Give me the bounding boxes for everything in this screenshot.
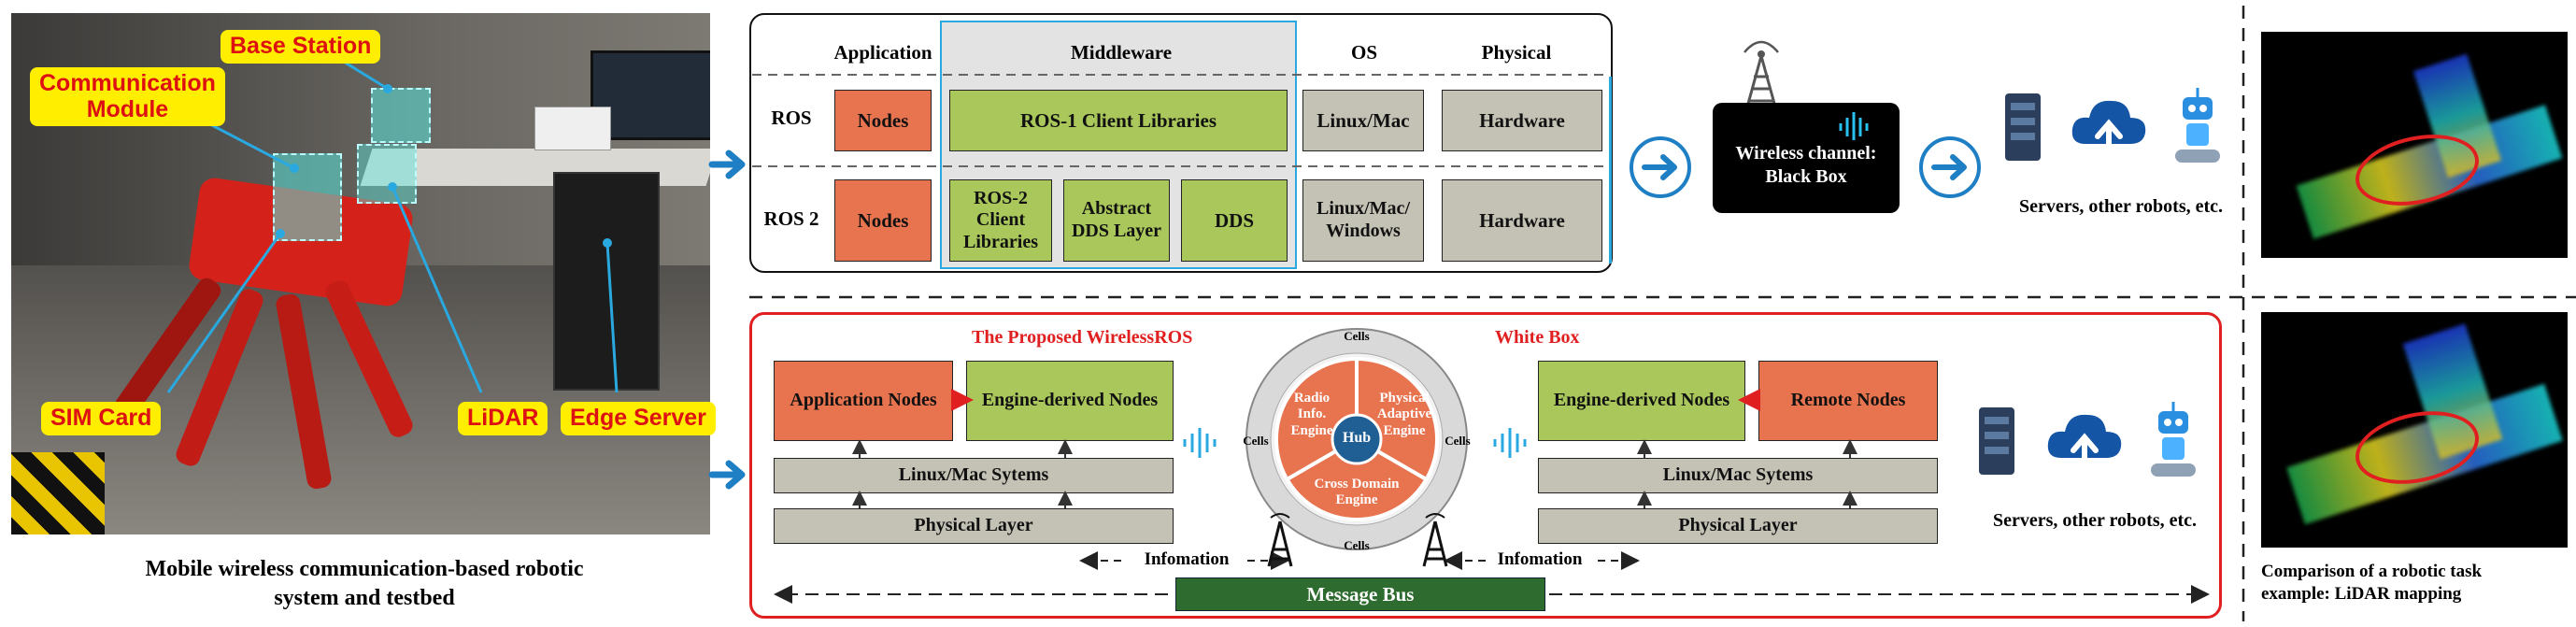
cell-tower-icon xyxy=(1743,40,1779,111)
physical-left: Physical Layer xyxy=(774,508,1174,544)
photo-caption: Mobile wireless communication-based robo… xyxy=(145,557,584,611)
lidar-box xyxy=(357,144,417,204)
ros2-dds: DDS xyxy=(1181,179,1288,262)
physical-right: Physical Layer xyxy=(1538,508,1938,544)
signal-wave-icon xyxy=(1493,428,1527,458)
cloud-upload-icon xyxy=(2071,100,2146,165)
engine-nodes-left: Engine-derived Nodes xyxy=(966,361,1174,441)
comm-module-box xyxy=(273,153,342,241)
server-icon xyxy=(2005,93,2041,161)
callout-communication-module: Communication Module xyxy=(30,67,225,126)
ros2-nodes: Nodes xyxy=(834,179,932,262)
ros2-hardware: Hardware xyxy=(1442,179,1602,262)
callout-base-station: Base Station xyxy=(221,30,381,64)
lidar-caption: Comparison of a robotic task example: Li… xyxy=(2261,562,2483,604)
header-middleware: Middleware xyxy=(1070,41,1173,64)
header-application: Application xyxy=(833,41,932,64)
hub-center-label: Hub xyxy=(1342,430,1372,446)
servers-caption-bottom: Servers, other robots, etc. xyxy=(1992,510,2198,531)
robot-icon xyxy=(2151,402,2196,477)
robot-icon xyxy=(2175,88,2220,163)
os-left: Linux/Mac Sytems xyxy=(774,458,1174,493)
cells-bottom: Cells xyxy=(1344,538,1370,552)
header-os: OS xyxy=(1350,41,1377,64)
cell-tower-icon xyxy=(1422,513,1448,567)
row-label-ros: ROS xyxy=(771,107,812,129)
info-label-right: Infomation xyxy=(1497,549,1583,569)
arrow-right-icon xyxy=(708,460,746,490)
ros1-hardware: Hardware xyxy=(1442,90,1602,151)
wirelessros-panel xyxy=(749,312,2222,619)
app-nodes-left: Application Nodes xyxy=(774,361,953,441)
wireless-channel-box xyxy=(1713,103,1900,213)
ros1-os: Linux/Mac xyxy=(1302,90,1424,151)
radio-info-engine: Radio Info. Engine xyxy=(1290,391,1333,438)
signal-wave-icon xyxy=(1183,428,1217,458)
callout-edge-server: Edge Server xyxy=(561,402,716,435)
base-station-box xyxy=(371,88,431,143)
title-white-box: White Box xyxy=(1495,327,1580,348)
arrow-right-icon xyxy=(1919,136,1981,198)
server-icon xyxy=(1979,407,2014,475)
arrow-right-icon xyxy=(1630,136,1691,198)
info-label-left: Infomation xyxy=(1144,549,1230,569)
arrow-right-icon xyxy=(708,150,746,179)
physical-adaptive-engine: Physical Adaptive Engine xyxy=(1376,391,1432,438)
remote-nodes-right: Remote Nodes xyxy=(1758,361,1938,441)
ros1-client-libraries: ROS-1 Client Libraries xyxy=(949,90,1288,151)
servers-caption-top: Servers, other robots, etc. xyxy=(2018,196,2224,217)
cloud-upload-icon xyxy=(2047,414,2122,479)
cells-right: Cells xyxy=(1445,434,1471,448)
printer xyxy=(534,107,611,150)
lidar-map-top xyxy=(2261,32,2568,258)
callout-sim-card: SIM Card xyxy=(41,402,162,435)
ros2-os: Linux/Mac/ Windows xyxy=(1302,179,1424,262)
ros-right-rail xyxy=(1609,77,1612,264)
cell-tower-icon xyxy=(1267,513,1293,567)
row-label-ros2: ROS 2 xyxy=(763,207,819,230)
message-bus: Message Bus xyxy=(1175,577,1545,611)
ros2-client-libraries: ROS-2 Client Libraries xyxy=(949,179,1052,262)
title-proposed-wirelessros: The Proposed WirelessROS xyxy=(972,327,1193,348)
signal-wave-icon xyxy=(1839,112,1869,140)
ros-stack-panel xyxy=(749,13,1613,273)
lidar-map-bottom xyxy=(2261,312,2568,548)
os-right: Linux/Mac Sytems xyxy=(1538,458,1938,493)
ros2-abstract-dds-layer: Abstract DDS Layer xyxy=(1063,179,1170,262)
ros1-nodes: Nodes xyxy=(834,90,932,151)
wireless-channel-label: Wireless channel: Black Box xyxy=(1735,143,1877,187)
testbed-photo xyxy=(11,13,710,534)
cells-left: Cells xyxy=(1243,434,1269,448)
hub-diagram xyxy=(1245,328,1468,550)
engine-nodes-right: Engine-derived Nodes xyxy=(1538,361,1745,441)
header-physical: Physical xyxy=(1481,41,1552,64)
floor-caution-stripe xyxy=(11,452,105,534)
callout-lidar: LiDAR xyxy=(458,402,548,435)
edge-server-box xyxy=(553,172,660,391)
robot-leg-2 xyxy=(274,292,334,491)
cells-top: Cells xyxy=(1344,329,1370,343)
cross-domain-engine: Cross Domain Engine xyxy=(1314,477,1400,508)
